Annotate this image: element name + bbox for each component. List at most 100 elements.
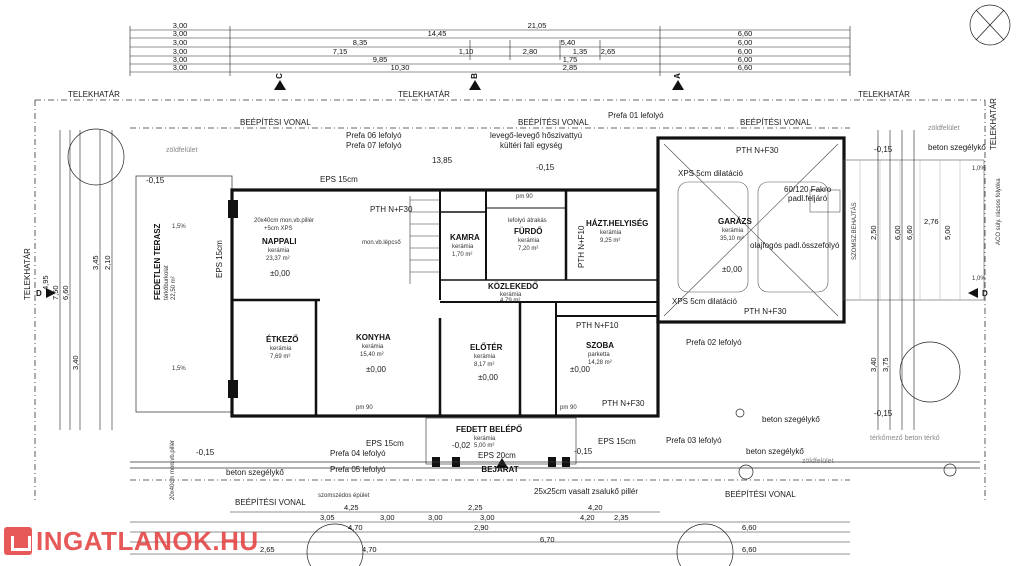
room-terrace-name: FEDETLEN TERASZ — [153, 223, 162, 300]
room-furdo-area: 7,20 m² — [518, 246, 538, 252]
dim-1385: 13,85 — [432, 156, 453, 165]
room-konyha-area: 15,40 m² — [360, 352, 384, 358]
room-hazt-floor: kerámia — [600, 230, 622, 236]
covered-entrance: BEJÁRAT — [130, 417, 980, 474]
level-bottom-left: -0,15 — [196, 448, 215, 457]
tree-symbols — [67, 128, 961, 566]
zoldfelulet-1: zöldfelület — [166, 147, 198, 154]
dim-top3-c: 5,40 — [561, 38, 576, 47]
axis-d-left-label: D — [36, 289, 42, 298]
pth-f30-garage-top: PTH N+F30 — [736, 146, 779, 155]
slope-driveway-2: 1,0% — [972, 276, 986, 282]
beepitesi-vonal-bottom-left: BEÉPÍTÉSI VONAL — [235, 498, 306, 507]
beepitesi-vonal-bottom-right: BEÉPÍTÉSI VONAL — [725, 490, 796, 499]
room-labels: NAPPALI kerámia 23,37 m² ±0,00 ÉTKEZŐ ke… — [262, 217, 752, 449]
axis-c-label: C — [275, 73, 284, 79]
dim-top5-b: 9,85 — [373, 55, 388, 64]
bejarat-label: BEJÁRAT — [481, 465, 518, 474]
dim-right-b: 3,75 — [881, 357, 890, 372]
room-kozlekedo-name: KÖZLEKEDŐ — [488, 282, 538, 291]
telekhatar-left: TELEKHATÁR — [23, 248, 32, 300]
pth-f30-szoba: PTH N+F30 — [602, 399, 645, 408]
dim-top5-a: 3,00 — [173, 55, 188, 64]
dim-right-c: 5,00 — [943, 225, 952, 240]
prefa04-label: Prefa 04 lefolyó — [330, 449, 386, 458]
dim-top1-b: 21,05 — [528, 21, 547, 30]
dim-bottom2-b: 2,90 — [474, 523, 489, 532]
dim-top6-d: 6,60 — [738, 63, 753, 72]
pth-f30-garage-bottom: PTH N+F30 — [744, 307, 787, 316]
prefa07-label: Prefa 07 lefolyó — [346, 141, 402, 150]
room-eloter-name: ELŐTÉR — [470, 343, 503, 352]
room-etkezo-floor: kerámia — [270, 346, 292, 352]
room-szoba-area: 14,28 m² — [588, 360, 612, 366]
dim-top4-f: 2,65 — [601, 47, 616, 56]
level-rear: -0,15 — [536, 163, 555, 172]
left-dimension-chains: 7,50 6,60 3,40 4,95 3,45 2,10 — [41, 130, 113, 430]
room-nappali-area: 23,37 m² — [266, 256, 290, 262]
room-nappali-name: NAPPALI — [262, 237, 297, 246]
room-kozlekedo-area: 4,79 m² — [500, 298, 520, 304]
house-logo-icon — [4, 527, 32, 555]
xps5-top-label: XPS 5cm dilatáció — [678, 169, 743, 178]
beton-bottom-right: beton szegélykő — [746, 447, 804, 456]
room-fedett-name: FEDETT BELÉPŐ — [456, 425, 522, 434]
room-nappali-floor: kerámia — [268, 248, 290, 254]
room-etkezo-name: ÉTKEZŐ — [266, 335, 298, 344]
top-dimension-chains: 3,00 21,05 3,00 14,45 6,60 3,00 8,35 5,4… — [129, 21, 851, 76]
room-nappali-level: ±0,00 — [270, 269, 291, 278]
dim-top6-b: 10,30 — [391, 63, 410, 72]
olajfogos-label: olajfogós padl.összefolyó — [750, 241, 840, 250]
beton-mid-right: beton szegélykő — [762, 415, 820, 424]
dim-top2-c: 6,60 — [738, 29, 753, 38]
prefa01-label: Prefa 01 lefolyó — [608, 111, 664, 120]
terrace-area: FEDETLEN TERASZ térkőburkolat 22,50 m² 1… — [135, 175, 233, 413]
dim-top6-a: 3,00 — [173, 63, 188, 72]
pillar-label: 20x40cm mon.vb.pillér — [254, 218, 314, 224]
dim-right-g: 2,76 — [924, 217, 939, 226]
terrace-slope-2: 1,5% — [172, 366, 186, 372]
room-terrace-floor: térkőburkolat — [164, 265, 170, 300]
dim-top3-b: 8,35 — [353, 38, 368, 47]
dim-top4-g: 6,00 — [738, 47, 753, 56]
room-szoba-floor: parketta — [588, 352, 610, 358]
room-garazs-area: 35,10 m² — [720, 236, 744, 242]
terrace-slope-1: 1,5% — [172, 224, 186, 230]
dim-bottom4-b: 2,25 — [468, 503, 483, 512]
level-bottom-right: -0,15 — [874, 409, 893, 418]
telekhatar-top-mid: TELEKHATÁR — [398, 90, 450, 99]
dim-bottom2-a: 4,70 — [348, 523, 363, 532]
zoldfelulet-2: zöldfelület — [928, 125, 960, 132]
dim-left-b: 6,60 — [61, 285, 70, 300]
eps15-top-label: EPS 15cm — [320, 175, 358, 184]
dim-top2-b: 14,45 — [428, 29, 447, 38]
room-hazt-area: 9,25 m² — [600, 238, 620, 244]
annotations: Prefa 01 lefolyó Prefa 02 lefolyó Prefa … — [146, 111, 986, 500]
pillar2-label: 20x40cm mon.vb.pillér — [170, 440, 176, 500]
xps5-mid-label: XPS 5cm dilatáció — [672, 297, 737, 306]
room-furdo-name: FÜRDŐ — [514, 227, 542, 236]
dim-top4-a: 3,00 — [173, 47, 188, 56]
dim-left-a: 7,50 — [51, 285, 60, 300]
behajtas-label: SZOMSZ.BEHAJTÁS — [851, 202, 858, 260]
room-fedett-area: 5,00 m² — [474, 443, 494, 449]
dim-bottom2-c: 6,60 — [742, 523, 757, 532]
room-garazs-level: ±0,00 — [722, 265, 743, 274]
door-pm-3: pm 90 — [516, 194, 533, 200]
fakro-label: 60/120 Fakro — [784, 185, 832, 194]
kulteri-label: kültéri falí egység — [500, 141, 562, 150]
watermark-logo: INGATLANOK.HU — [4, 524, 259, 558]
slope-driveway-1: 1,0% — [972, 166, 986, 172]
dim-bottom1-a: 3,05 — [320, 513, 335, 522]
room-szoba-name: SZOBA — [586, 341, 614, 350]
dim-bottom1-b: 3,00 — [380, 513, 395, 522]
dim-top5-c: 1,75 — [563, 55, 578, 64]
beton-bottom-left: beton szegélykő — [226, 468, 284, 477]
axis-a-label: A — [673, 73, 682, 79]
beepitesi-vonal-top-right: BEÉPÍTÉSI VONAL — [740, 118, 811, 127]
dim-top4-d: 2,80 — [523, 47, 538, 56]
beton-terko-label: térkőmező beton térkő — [870, 435, 940, 442]
zoldfelulet-3: zöldfelület — [802, 458, 834, 465]
padlasfeljaro-label: padl.feljáró — [788, 194, 828, 203]
room-eloter-area: 8,17 m² — [474, 362, 494, 368]
